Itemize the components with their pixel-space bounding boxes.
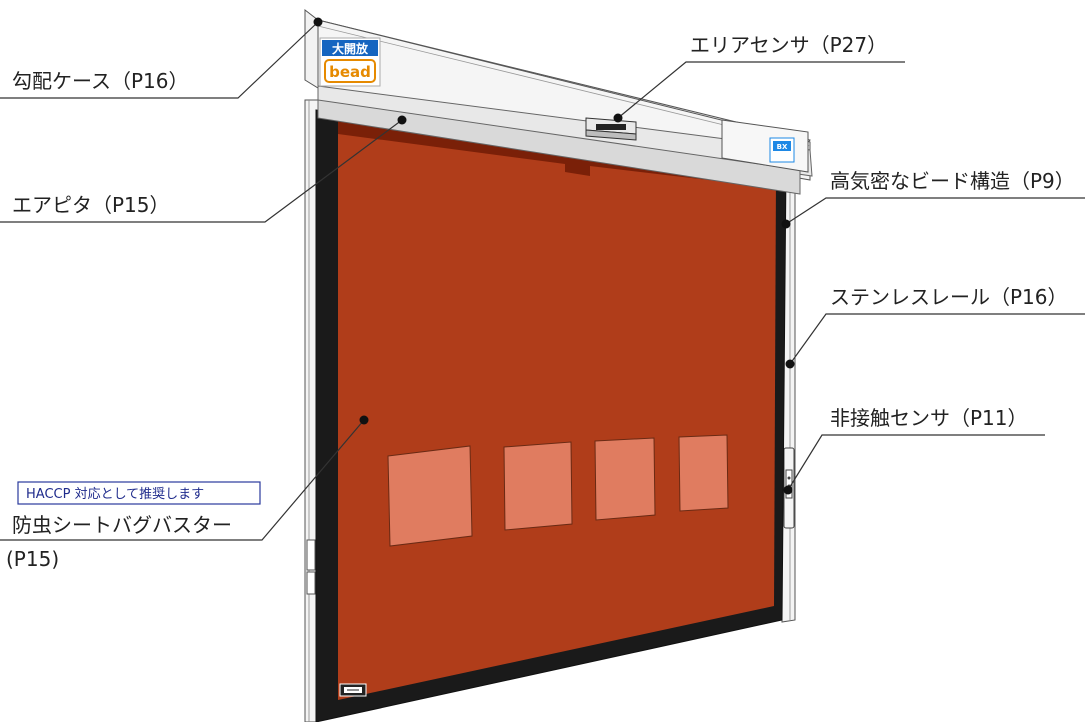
logo-top-text: 大開放 [332,41,369,56]
slope-case: BX [304,8,813,195]
dot-bead [781,219,791,229]
dot-air-pita [397,115,407,125]
label-bead: 高気密なビード構造（P9） [830,169,1075,193]
sheet-windows [387,434,729,547]
case-panel-text: BX [777,143,788,151]
leader-lines [0,21,1085,541]
leader-dots [313,17,795,495]
label-bugbuster: 防虫シートバグバスター [12,513,232,537]
haccp-badge-text: HACCP 対応として推奨します [26,487,204,502]
sheet-window [387,445,473,547]
dot-kobai-case [313,17,323,27]
dot-bugbuster [359,415,369,425]
dot-noncontact [783,485,793,495]
label-bugbuster-page: (P15) [6,547,59,571]
label-area-sensor: エリアセンサ（P27） [690,33,887,57]
sheet-window [594,437,656,521]
dot-rail [785,359,795,369]
sheet-window [678,434,729,512]
dot-area-sensor [613,113,623,123]
haccp-badge: HACCP 対応として推奨します [17,481,261,505]
left-rail [304,99,319,722]
bottom-device [339,683,367,697]
label-kobai-case: 勾配ケース（P16） [12,69,189,93]
area-sensor-device [585,117,637,141]
bead-logo: 大開放 bead [319,37,381,87]
label-air-pita: エアピタ（P15） [12,193,170,217]
label-rail: ステンレスレール（P16） [830,285,1068,309]
logo-main-text: bead [329,63,371,81]
sheet-window [503,441,573,531]
label-noncontact: 非接触センサ（P11） [830,406,1028,430]
sheet-bugbuster [338,116,776,700]
